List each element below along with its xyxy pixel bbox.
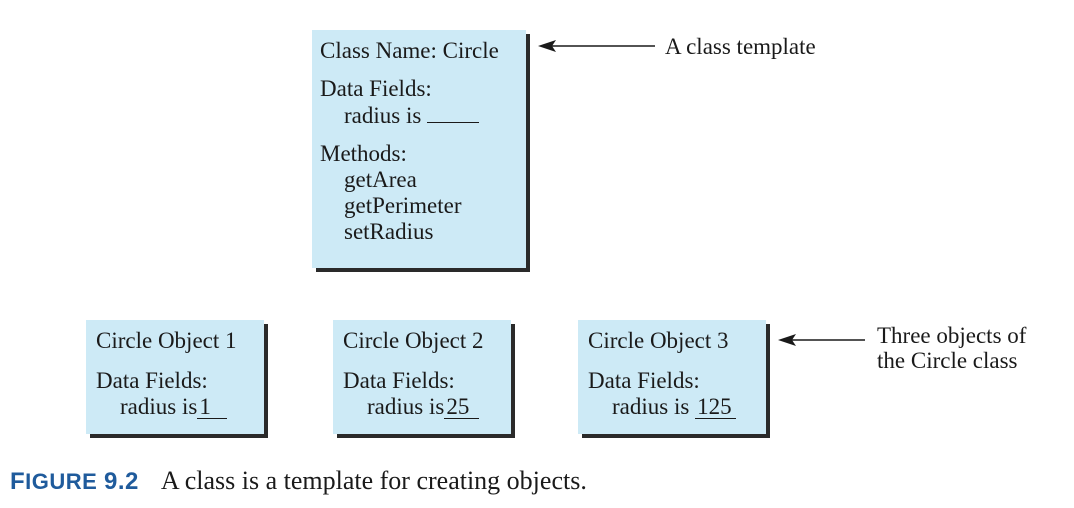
data-fields-heading: Data Fields: bbox=[343, 368, 455, 393]
radius-field: radius is25 bbox=[343, 394, 511, 420]
class-template-arrow bbox=[538, 40, 655, 52]
objects-label-line-2: the Circle class bbox=[877, 348, 1018, 373]
radius-field: radius is bbox=[320, 102, 526, 129]
figure-number: FIGURE 9.2 bbox=[10, 468, 139, 495]
figure-caption: FIGURE 9.2 A class is a template for crea… bbox=[10, 466, 587, 496]
radius-value: 125 bbox=[695, 395, 736, 419]
circle-object-2-box: Circle Object 2 Data Fields: radius is25 bbox=[333, 320, 511, 434]
data-fields-heading: Data Fields: bbox=[320, 76, 432, 101]
object-title: Circle Object 1 bbox=[96, 328, 237, 353]
class-name-label: Class Name: Circle bbox=[320, 38, 499, 63]
blank-value bbox=[427, 102, 480, 123]
radius-field: radius is1 bbox=[96, 394, 264, 420]
methods-heading: Methods: bbox=[320, 141, 407, 166]
method-getarea: getArea bbox=[344, 167, 417, 192]
objects-label-line-1: Three objects of bbox=[877, 323, 1027, 348]
circle-object-1-box: Circle Object 1 Data Fields: radius is1 bbox=[86, 320, 264, 434]
method-setradius: setRadius bbox=[344, 219, 434, 244]
method-getperimeter: getPerimeter bbox=[344, 193, 462, 218]
radius-field: radius is 125 bbox=[588, 394, 766, 420]
circle-object-3-box: Circle Object 3 Data Fields: radius is 1… bbox=[578, 320, 766, 434]
class-template-box: Class Name: Circle Data Fields: radius i… bbox=[312, 30, 526, 268]
radius-value: 25 bbox=[444, 395, 480, 419]
caption-text: A class is a template for creating objec… bbox=[160, 466, 587, 495]
radius-value: 1 bbox=[197, 395, 227, 419]
class-template-label: A class template bbox=[665, 34, 816, 59]
data-fields-heading: Data Fields: bbox=[96, 368, 208, 393]
object-title: Circle Object 2 bbox=[343, 328, 484, 353]
objects-arrow bbox=[778, 334, 865, 346]
object-title: Circle Object 3 bbox=[588, 328, 729, 353]
data-fields-heading: Data Fields: bbox=[588, 368, 700, 393]
objects-label: Three objects of the Circle class bbox=[877, 323, 1026, 373]
